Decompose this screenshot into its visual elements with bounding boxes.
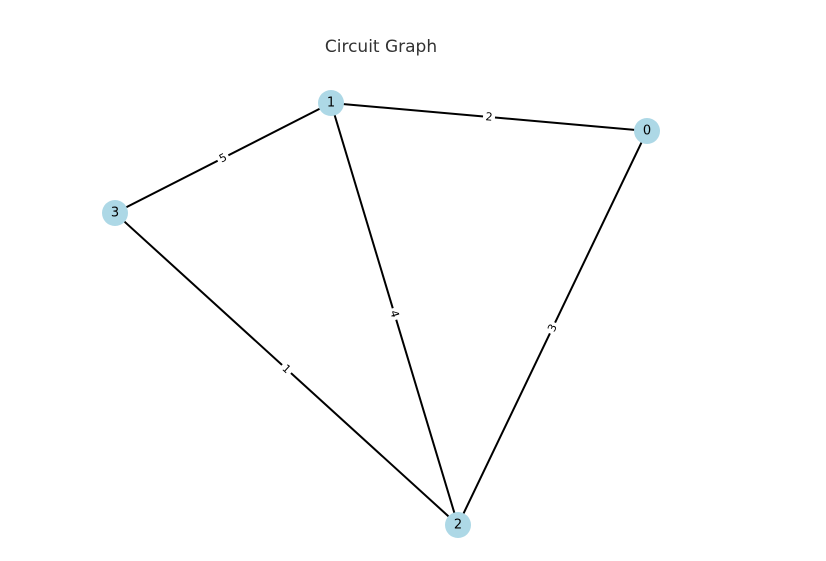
edge-label-group-3-2: 1 — [277, 359, 296, 379]
edge-label-group-1-2: 4 — [386, 306, 403, 322]
edge-weight-label: 2 — [485, 110, 493, 124]
graph-title: Circuit Graph — [325, 37, 437, 57]
edge-label-background — [214, 149, 232, 167]
edge-label-group-1-3: 5 — [214, 149, 232, 167]
node-1: 1 — [318, 90, 344, 116]
node-0: 0 — [634, 118, 660, 144]
node-3: 3 — [102, 200, 128, 226]
node-circle — [318, 90, 344, 116]
node-label: 1 — [327, 96, 335, 111]
node-label: 2 — [454, 518, 462, 533]
node-label: 0 — [643, 124, 651, 139]
edge-label-background — [386, 306, 403, 322]
edge-label-background — [482, 109, 496, 125]
edge-label-group-0-2: 3 — [543, 319, 562, 337]
edge-label-group-1-0: 2 — [482, 109, 496, 125]
node-circle — [634, 118, 660, 144]
node-label: 3 — [111, 206, 119, 221]
node-2: 2 — [445, 512, 471, 538]
edge-label-background — [277, 359, 296, 379]
edges-layer — [114, 102, 648, 526]
edge-weight-label: 4 — [387, 309, 401, 319]
edge-weight-label: 3 — [545, 322, 560, 334]
nodes-layer: 0 1 2 3 — [102, 90, 660, 538]
node-circle — [102, 200, 128, 226]
edge-label-background — [543, 319, 562, 337]
edge-labels-layer: 2 5 4 3 1 — [214, 109, 562, 379]
node-circle — [445, 512, 471, 538]
